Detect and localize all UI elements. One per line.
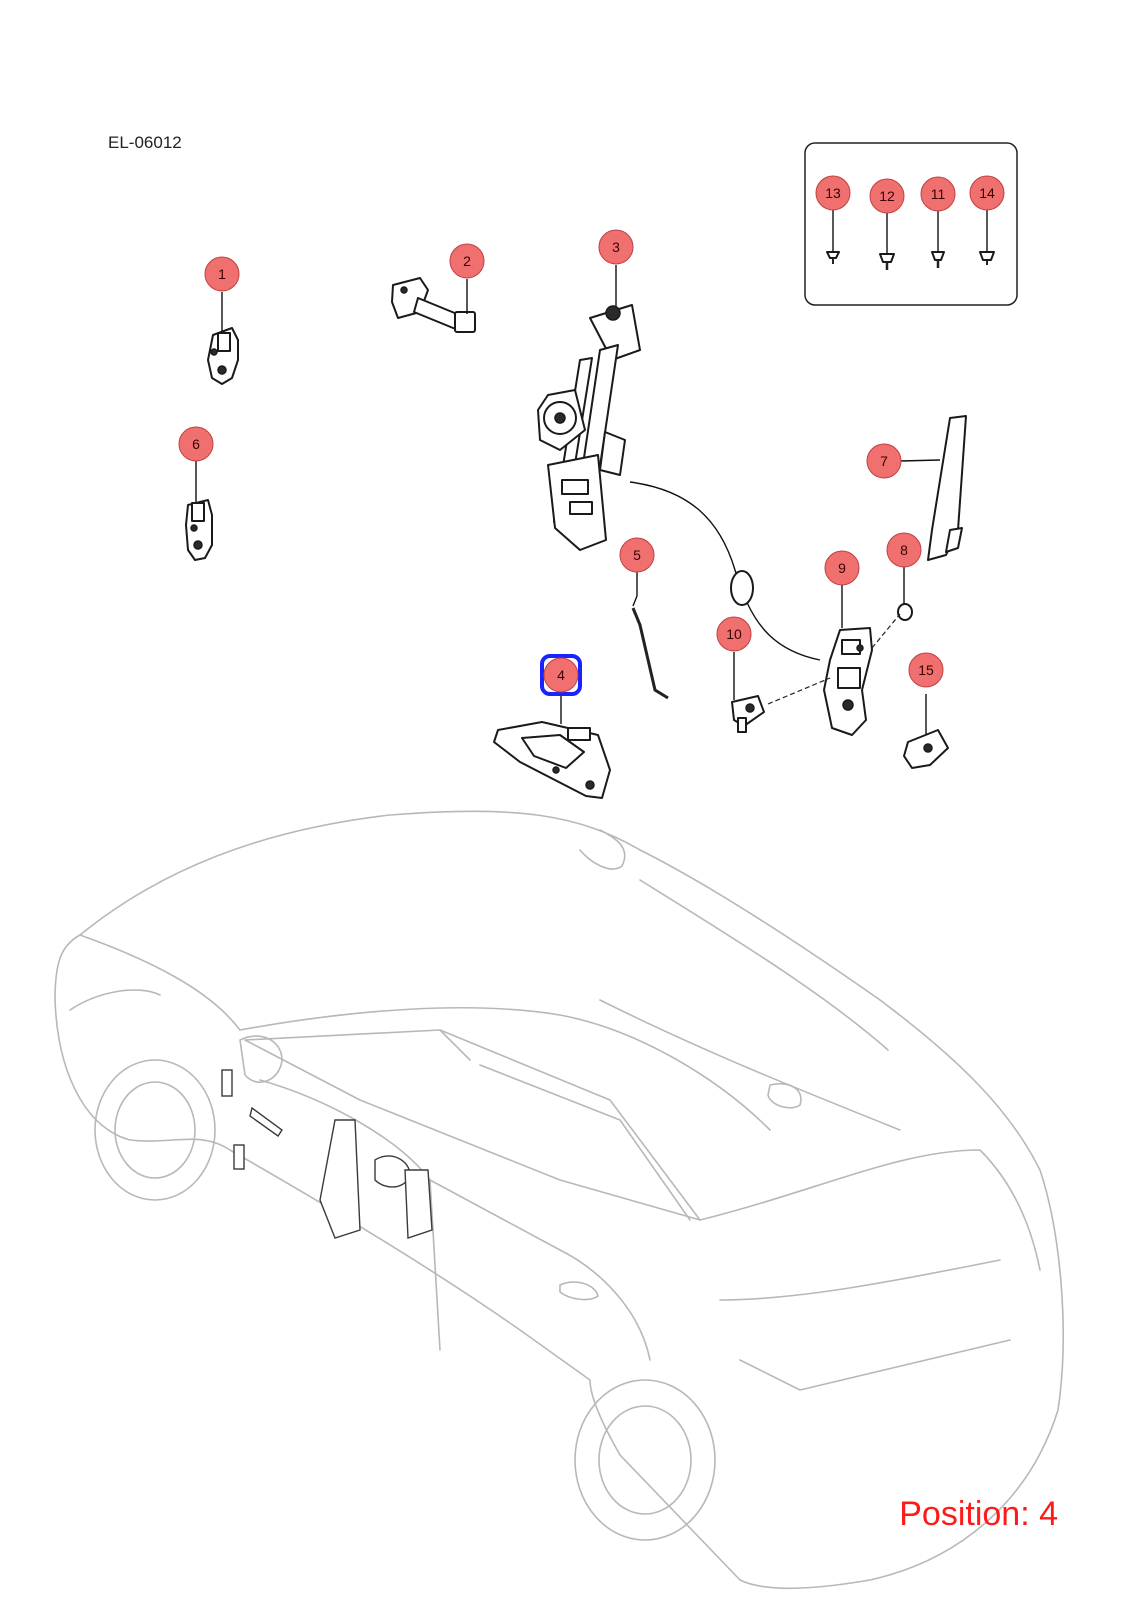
callout-balloon	[866, 443, 902, 479]
callout-number: 4	[557, 667, 565, 683]
part-link-rod[interactable]	[631, 607, 669, 700]
part-bumper-plug[interactable]	[897, 603, 913, 621]
fastener-inset-box	[804, 142, 1018, 306]
callout-number: 2	[463, 253, 471, 269]
vehicle-door-parts	[221, 1069, 433, 1239]
callout-8[interactable]: 8	[886, 532, 922, 568]
part-lock-cylinder[interactable]	[731, 695, 765, 733]
callout-3[interactable]: 3	[598, 229, 634, 265]
part-glass-run-channel[interactable]	[927, 415, 967, 561]
callout-balloon	[716, 616, 752, 652]
leader-5	[632, 571, 638, 607]
position-label: Position: 4	[899, 1495, 1058, 1533]
callout-1[interactable]: 1	[204, 256, 240, 292]
callout-number: 5	[633, 547, 641, 563]
cable-grommet	[730, 570, 754, 606]
callout-number: 13	[825, 185, 841, 201]
callout-7[interactable]: 7	[866, 443, 902, 479]
callout-15[interactable]: 15	[908, 652, 944, 688]
part-lower-hinge[interactable]	[185, 499, 213, 561]
vehicle-outline	[54, 810, 1064, 1590]
part-door-latch[interactable]	[823, 627, 873, 736]
callout-balloon	[598, 229, 634, 265]
callout-balloon	[449, 243, 485, 279]
callout-2[interactable]: 2	[449, 243, 485, 279]
callout-number: 1	[218, 266, 226, 282]
callout-11[interactable]: 11	[920, 176, 956, 212]
part-fastener-13[interactable]	[826, 251, 840, 264]
diagram-code: EL-06012	[108, 133, 182, 152]
callout-balloon	[824, 550, 860, 586]
callout-10[interactable]: 10	[716, 616, 752, 652]
callout-9[interactable]: 9	[824, 550, 860, 586]
part-upper-hinge[interactable]	[207, 327, 239, 385]
callout-balloon	[886, 532, 922, 568]
part-fastener-14[interactable]	[979, 251, 995, 265]
callout-balloon	[908, 652, 944, 688]
callout-number: 12	[879, 188, 895, 204]
callout-5[interactable]: 5	[619, 537, 655, 573]
selected-callout-highlight	[540, 654, 582, 696]
part-release-cable	[629, 481, 821, 661]
callout-12[interactable]: 12	[869, 178, 905, 214]
callout-balloon	[543, 657, 579, 693]
callout-13[interactable]: 13	[815, 175, 851, 211]
callout-number: 6	[192, 436, 200, 452]
callout-number: 8	[900, 542, 908, 558]
dashed-connection-latch-bumper	[871, 613, 901, 649]
callout-number: 10	[726, 626, 742, 642]
callout-number: 3	[612, 239, 620, 255]
callout-number: 11	[931, 186, 946, 202]
part-door-check[interactable]	[391, 277, 476, 333]
callout-balloon	[204, 256, 240, 292]
callout-balloon	[920, 176, 956, 212]
callout-4[interactable]: 4	[540, 654, 582, 696]
callout-number: 14	[979, 185, 995, 201]
callout-balloon	[178, 426, 214, 462]
part-fastener-12[interactable]	[879, 253, 895, 270]
callout-balloon	[815, 175, 851, 211]
callout-6[interactable]: 6	[178, 426, 214, 462]
callout-number: 9	[838, 560, 846, 576]
callout-number: 7	[880, 453, 888, 469]
part-window-regulator[interactable]	[537, 304, 641, 551]
callout-balloon	[619, 537, 655, 573]
callout-14[interactable]: 14	[969, 175, 1005, 211]
callout-number: 15	[918, 662, 934, 678]
dashed-connection-latch-cylinder	[767, 677, 831, 705]
callout-balloon	[869, 178, 905, 214]
part-striker-plate[interactable]	[903, 729, 949, 769]
leader-7	[899, 459, 941, 462]
part-fastener-11[interactable]	[931, 251, 945, 268]
callout-balloon	[969, 175, 1005, 211]
part-inside-door-handle[interactable]	[493, 721, 611, 799]
